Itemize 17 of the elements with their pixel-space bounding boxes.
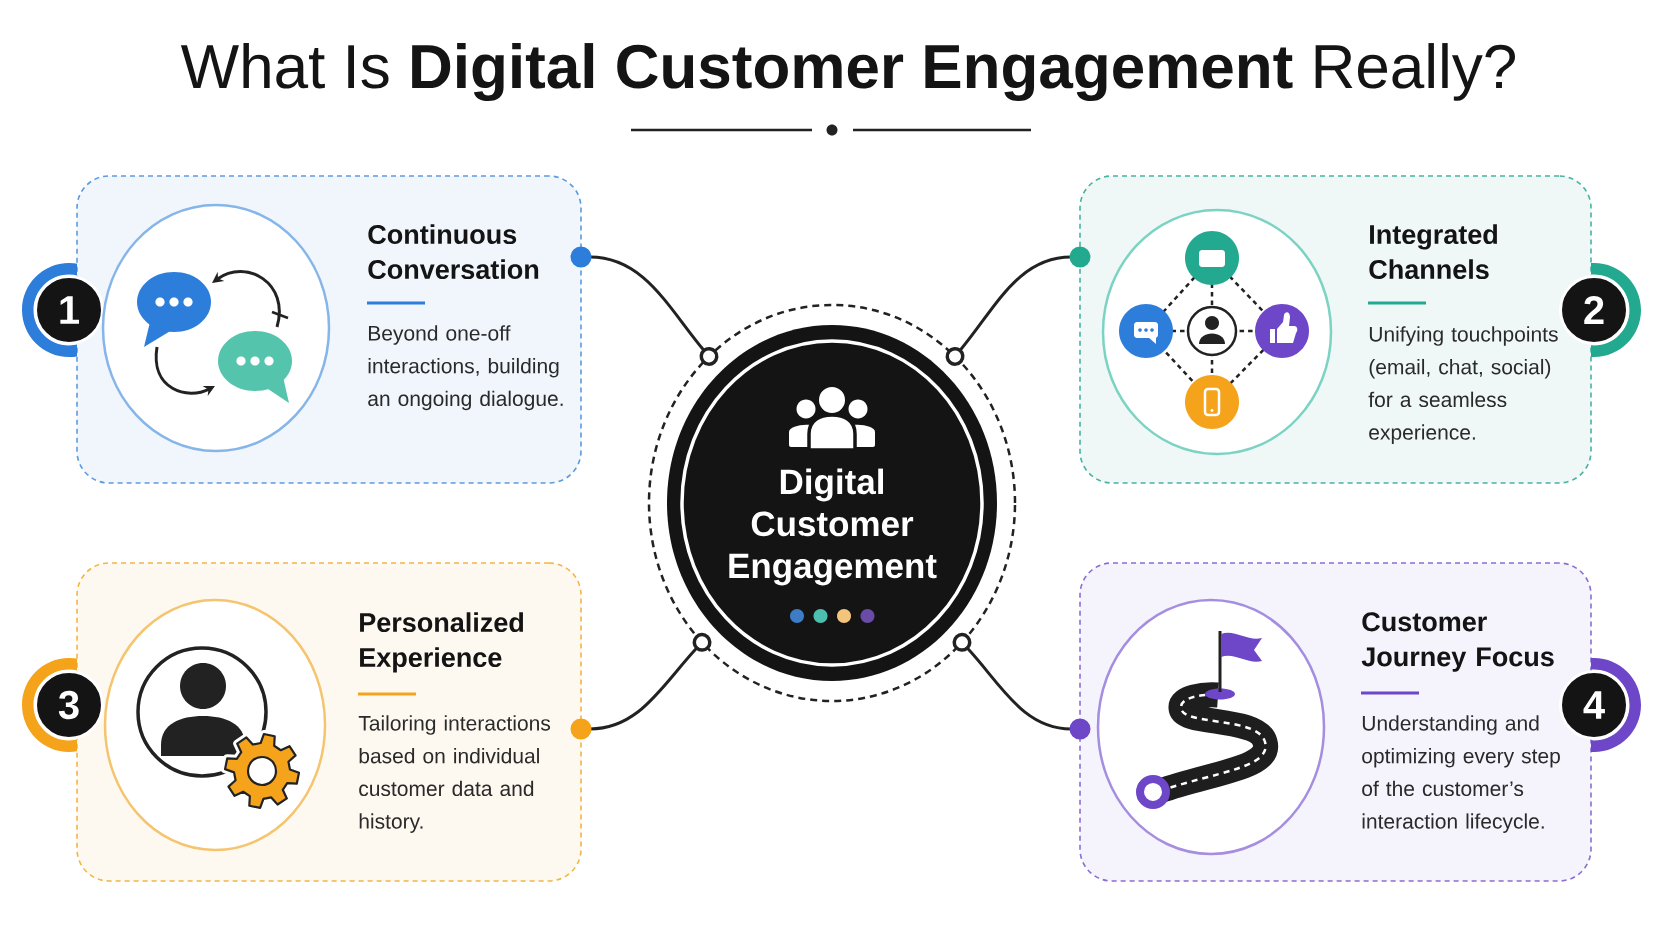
card-title: Personalized Experience — [360, 612, 524, 673]
card-text: Unifying touchpoints (email, chat, social) for a seamless experience. — [1368, 326, 1558, 444]
card-title: Continuous Conversation — [368, 224, 539, 280]
title: What Is Digital Customer Engagement Really? — [180, 43, 1515, 102]
number-badge: 4 — [1559, 658, 1641, 752]
connector — [570, 632, 712, 740]
connector — [945, 246, 1091, 366]
card-text: Beyond one-off interactions, building an ongoing dialogue. — [368, 325, 563, 411]
connector — [570, 246, 719, 366]
card-title: Customer Journey Focus — [1361, 612, 1554, 672]
number-badge: 2 — [1559, 263, 1641, 357]
number-badge: 1 — [22, 263, 104, 357]
card-text: Tailoring interactions based on individual customer data and history. — [358, 715, 551, 833]
card-title: Integrated Channels — [1369, 224, 1497, 280]
connector — [952, 632, 1091, 740]
number-badge: 3 — [22, 658, 104, 752]
card-text: Understanding and optimizing every step of the customer’s interaction lifecycle. — [1362, 715, 1560, 833]
